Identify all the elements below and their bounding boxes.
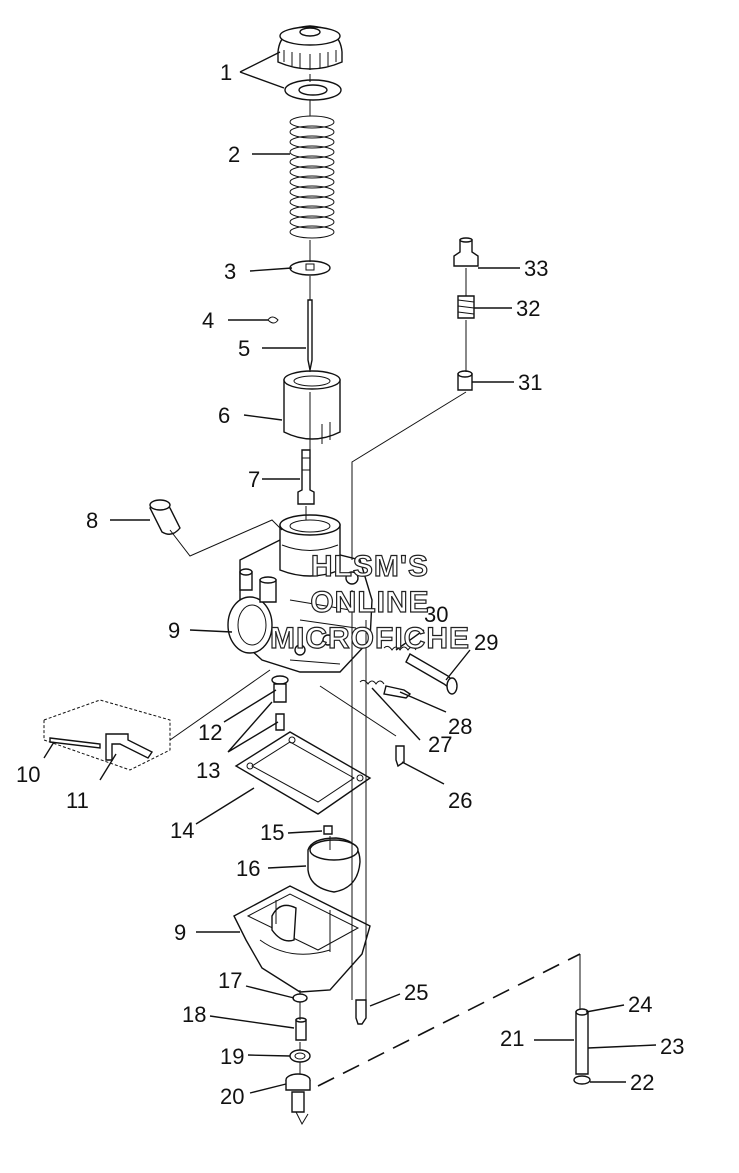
callout-16: 16	[236, 856, 260, 881]
part-plug-15	[323, 825, 333, 835]
part-fitting-31	[457, 370, 473, 391]
part-cap	[277, 25, 343, 70]
callout-17: 17	[218, 968, 242, 993]
assembly-lines	[169, 74, 581, 1126]
part-fitting-33	[453, 237, 479, 267]
part-washer	[284, 79, 342, 101]
callout-18: 18	[182, 1002, 206, 1027]
watermark-line-2: ONLINE	[310, 586, 429, 619]
part-choke-bracket	[43, 699, 171, 771]
part-screw-26	[395, 745, 405, 768]
part-drain-tube	[573, 1008, 591, 1085]
callout-5: 5	[238, 336, 250, 361]
callout-32: 32	[516, 296, 540, 321]
callout-4: 4	[202, 308, 214, 333]
watermark-line-1: HLSM'S	[311, 550, 429, 583]
part-retainer-plate	[289, 260, 331, 276]
callout-10: 10	[16, 762, 40, 787]
callout-11: 11	[66, 788, 89, 813]
callout-8: 8	[86, 508, 98, 533]
callout-7: 7	[248, 467, 260, 492]
leader-lines	[43, 51, 657, 1094]
callout-29: 29	[474, 630, 498, 655]
part-pilot-screw	[383, 645, 458, 695]
part-throttle-slide	[283, 370, 341, 444]
callout-12: 12	[198, 720, 222, 745]
part-screw-25	[355, 999, 367, 1025]
callout-15: 15	[260, 820, 284, 845]
part-float	[307, 837, 361, 893]
part-cable-cap	[149, 499, 181, 535]
callout-9-body: 9	[168, 618, 180, 643]
callout-14: 14	[170, 818, 194, 843]
callout-26: 26	[448, 788, 472, 813]
part-carburetor-body	[227, 514, 373, 673]
callout-20: 20	[220, 1084, 244, 1109]
callout-1: 1	[220, 60, 232, 85]
callout-2: 2	[228, 142, 240, 167]
callout-6: 6	[218, 403, 230, 428]
callout-24: 24	[628, 992, 652, 1017]
watermark: HLSM'S ONLINE MICROFICHE	[269, 549, 470, 655]
part-idle-screw	[359, 679, 412, 699]
part-drain-screw-18	[295, 1017, 307, 1041]
part-main-jet	[271, 675, 289, 731]
callout-25: 25	[404, 980, 428, 1005]
callout-30: 30	[424, 602, 448, 627]
part-spring-32	[457, 295, 475, 319]
callout-33: 33	[524, 256, 548, 281]
watermark-line-3: MICROFICHE	[270, 622, 470, 655]
part-float-bowl-gasket	[234, 731, 372, 815]
part-float-bowl	[233, 885, 371, 993]
callout-labels: 1 2 3 4 5 6 7 8 9 30 29 12 28 13 27 10 1…	[16, 60, 684, 1109]
callout-13: 13	[196, 758, 220, 783]
part-clip	[267, 316, 279, 324]
callout-23: 23	[660, 1034, 684, 1059]
callout-31: 31	[518, 370, 542, 395]
callout-3: 3	[224, 259, 236, 284]
part-drain-plug-20	[285, 1073, 311, 1113]
callout-19: 19	[220, 1044, 244, 1069]
part-jet-needle	[307, 299, 313, 371]
part-washer-17	[292, 993, 308, 1003]
callout-28: 28	[448, 714, 472, 739]
callout-27: 27	[428, 732, 452, 757]
part-needle-jet	[297, 449, 315, 505]
callout-22: 22	[630, 1070, 654, 1095]
part-spring	[289, 115, 335, 239]
callout-21: 21	[500, 1026, 524, 1051]
part-o-ring-19	[289, 1049, 311, 1063]
callout-9-bowl: 9	[174, 920, 186, 945]
